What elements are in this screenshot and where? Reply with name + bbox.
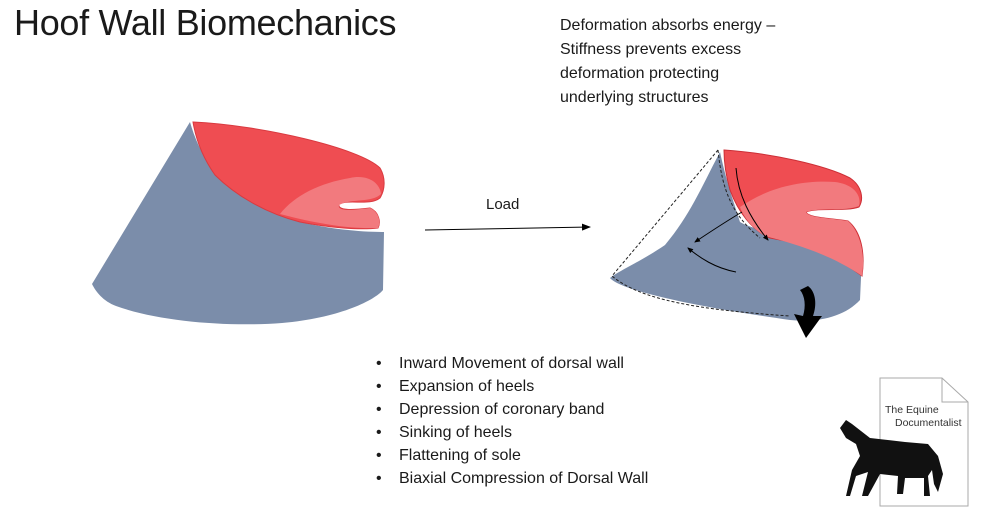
loaded-hoof — [610, 149, 864, 338]
logo-text-line1: The Equine — [885, 404, 939, 416]
page-title: Hoof Wall Biomechanics — [14, 2, 397, 43]
note-line: underlying structures — [560, 89, 709, 106]
list-item: Inward Movement of dorsal wall — [374, 352, 648, 375]
logo-text-line2: Documentalist — [895, 417, 962, 429]
list-item: Flattening of sole — [374, 444, 648, 467]
list-item: Depression of coronary band — [374, 398, 648, 421]
list-item: Expansion of heels — [374, 375, 648, 398]
load-arrow — [424, 223, 591, 231]
equine-documentalist-logo — [840, 377, 969, 507]
hoof-wall-loaded — [610, 152, 862, 321]
coronary-band-inner-loaded — [740, 181, 864, 276]
strain-arrow — [694, 211, 743, 243]
list-item: Biaxial Compression of Dorsal Wall — [374, 467, 648, 490]
note-line: Stiffness prevents excess — [560, 41, 742, 58]
deformation-effects-list: Inward Movement of dorsal wall Expansion… — [374, 352, 648, 490]
strain-arrow — [687, 247, 737, 273]
load-label: Load — [486, 196, 520, 213]
strain-arrow — [735, 167, 769, 241]
hoof-wall-unloaded — [92, 122, 384, 325]
note-line: deformation protecting — [560, 65, 720, 82]
note-line: Deformation absorbs energy – — [560, 17, 776, 34]
horse-icon — [840, 420, 943, 496]
original-outline-dashed — [611, 149, 791, 317]
unloaded-hoof — [92, 121, 385, 325]
deformation-note: Deformation absorbs energy – Stiffness p… — [560, 14, 775, 110]
list-item: Sinking of heels — [374, 421, 648, 444]
heel-expansion-arrow — [794, 286, 822, 338]
logo-page-fold — [941, 378, 968, 403]
coronary-band-inner-unloaded — [280, 177, 381, 229]
